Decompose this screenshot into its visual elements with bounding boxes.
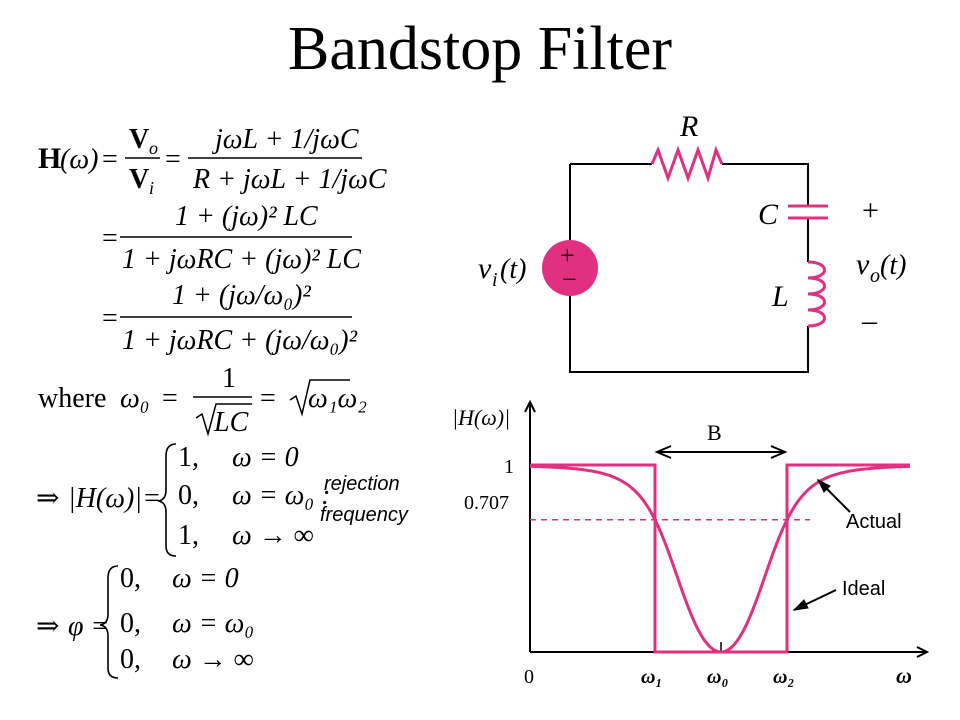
source-label: v xyxy=(478,252,492,285)
mag-implies: ⇒ xyxy=(36,483,59,514)
inductor xyxy=(807,260,826,328)
chart-xtick-w0: ω₀ xyxy=(707,666,728,688)
where-sqrt-1 xyxy=(195,403,252,437)
chart-xlabel: ω xyxy=(896,663,912,688)
where-one: 1 xyxy=(222,363,236,394)
callout-ideal-head xyxy=(792,599,809,611)
mag-case-1-value: 1, xyxy=(178,442,199,473)
phase-implies: ⇒ xyxy=(36,611,59,642)
capacitor-label: C xyxy=(758,198,779,231)
mag-lhs: |H(ω)| xyxy=(68,483,142,514)
eq2-numerator: 1 + (jω)² LC xyxy=(175,201,318,232)
voltage-source xyxy=(542,240,598,296)
where-equals-1: = xyxy=(162,383,178,414)
eq2-equals: = xyxy=(102,223,118,254)
mag-case-3-cond: ω → ∞ xyxy=(232,520,314,551)
chart-xtick-w1: ω₁ xyxy=(641,666,662,688)
chart-bandwidth-label: B xyxy=(707,420,722,445)
mag-case-2-value: 0, xyxy=(178,480,199,511)
source-label-sub: i xyxy=(492,269,498,291)
eq1-Vo: V xyxy=(129,124,149,155)
resistor xyxy=(650,145,724,183)
output-label-sub: o xyxy=(870,265,880,287)
eq1-H: H xyxy=(38,142,61,175)
chart-xtick-w2: ω₂ xyxy=(773,666,794,688)
mag-case-1-cond: ω = 0 xyxy=(232,442,299,473)
eq1-Vi: V xyxy=(129,164,149,195)
annotation-rejection: rejection xyxy=(324,473,400,495)
mag-brace xyxy=(157,443,177,557)
chart-label-actual: Actual xyxy=(846,511,902,533)
eq3-equals: = xyxy=(102,303,118,334)
output-plus: + xyxy=(862,194,879,227)
where-omega0: ω₀ xyxy=(120,383,150,414)
chart-ytick-0707: 0.707 xyxy=(464,492,509,514)
chart-x-arrow xyxy=(916,646,930,658)
phase-brace xyxy=(99,565,119,679)
eq1-Vi-sub: i xyxy=(149,178,154,198)
where-equals-2: = xyxy=(260,383,276,414)
phase-case-2-cond: ω = ω₀ xyxy=(172,608,254,639)
wire-top xyxy=(570,163,809,206)
phase-case-3-cond: ω → ∞ xyxy=(172,644,254,675)
phase-lhs: φ = xyxy=(68,611,109,642)
chart-xtick-0: 0 xyxy=(524,666,534,688)
eq1-Vo-sub: o xyxy=(149,138,158,158)
phase-case-3-value: 0, xyxy=(120,644,141,675)
eq3-denominator: 1 + jωRC + (jω/ω₀)² xyxy=(122,325,358,356)
series-ideal xyxy=(530,463,910,654)
chart-label-ideal: Ideal xyxy=(842,578,885,600)
mag-case-2-cond: ω = ω₀ : xyxy=(232,480,331,511)
eq3-numerator: 1 + (jω/ω₀)² xyxy=(172,280,311,311)
callout-actual-head xyxy=(816,478,831,493)
output-label-arg: (t) xyxy=(880,250,906,281)
eq1-equals-1: = xyxy=(102,144,118,175)
chart-ytick-1: 1 xyxy=(504,456,514,478)
output-minus: – xyxy=(861,304,878,337)
chart-y-arrow xyxy=(524,399,536,413)
phase-case-1-value: 0, xyxy=(120,563,141,594)
bandwidth-arrow-right xyxy=(770,445,788,459)
eq1-numerator: jωL + 1/jωC xyxy=(212,124,359,155)
source-plus: + xyxy=(560,241,575,270)
eq1-denominator: R + jωL + 1/jωC xyxy=(192,164,387,195)
output-label: v xyxy=(856,248,870,281)
wire-left-bottom xyxy=(569,296,809,373)
where-word: where xyxy=(38,383,106,414)
eq1-equals-2: = xyxy=(165,144,181,175)
source-minus: − xyxy=(562,265,577,294)
phase-case-1-cond: ω = 0 xyxy=(172,563,239,594)
inductor-label: L xyxy=(771,280,789,313)
mag-equals: = xyxy=(144,483,160,514)
chart-ylabel: |H(ω)| xyxy=(452,405,510,430)
where-LC: LC xyxy=(213,407,249,438)
bandwidth-arrow-left xyxy=(654,445,672,459)
eq1-omega-arg: (ω) xyxy=(60,144,98,175)
annotation-frequency: frequency xyxy=(320,504,409,526)
series-actual xyxy=(529,464,910,654)
mag-case-3-value: 1, xyxy=(178,520,199,551)
phase-case-2-value: 0, xyxy=(120,608,141,639)
where-w1w2: ω₁ω₂ xyxy=(308,383,367,414)
eq2-denominator: 1 + jωRC + (jω)² LC xyxy=(122,244,361,275)
slide-title: Bandstop Filter xyxy=(287,15,673,83)
source-label-arg: (t) xyxy=(500,254,526,285)
where-sqrt-2 xyxy=(289,379,350,417)
resistor-label: R xyxy=(679,110,698,143)
